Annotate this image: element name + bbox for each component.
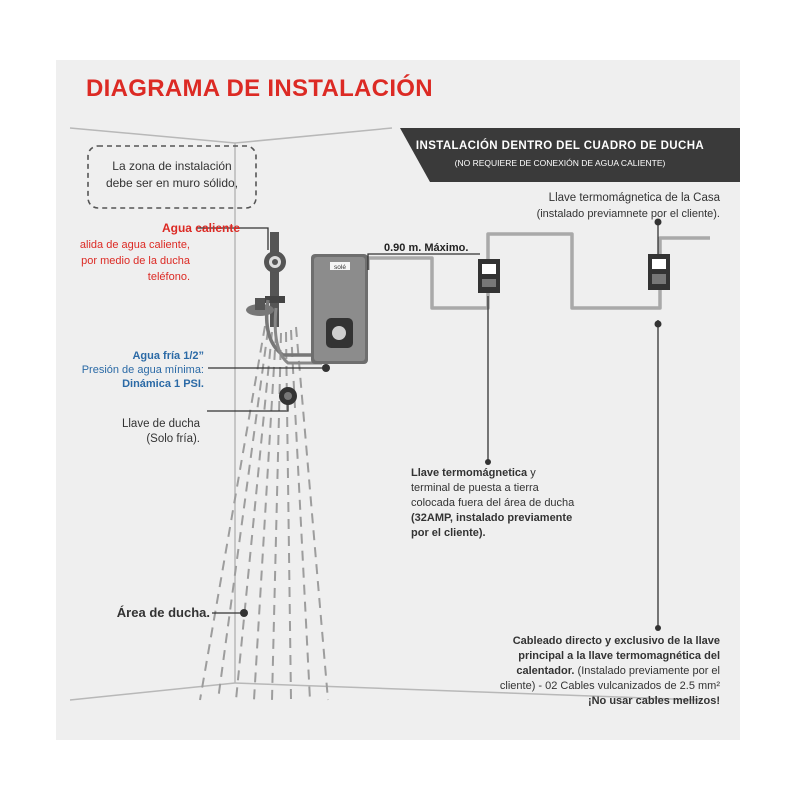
wall-top-right xyxy=(234,127,393,144)
cabling-note-line5: ¡No usar cables mellizos! xyxy=(587,695,720,707)
banner-subtitle: (NO REQUIERE DE CONEXIÓN DE AGUA CALIENT… xyxy=(454,158,666,168)
leader-dots xyxy=(240,218,662,631)
cold-water-title: Agua fría 1/2” xyxy=(132,350,204,362)
breaker-note-line3: colocada fuera del área de ducha xyxy=(411,497,575,509)
breaker-note-line2: terminal de puesta a tierra xyxy=(411,482,539,494)
cold-water-line2: Dinámica 1 PSI. xyxy=(122,378,204,390)
hot-water-title: Agua caliente xyxy=(161,221,240,235)
shower-fixture xyxy=(246,232,322,365)
shower-valve-icon xyxy=(279,387,297,405)
shower-valve-title: Llave de ducha xyxy=(121,418,200,430)
info-banner xyxy=(400,128,740,182)
room-outline xyxy=(69,127,701,701)
water-heater xyxy=(311,254,368,364)
floor-left xyxy=(69,682,236,701)
wall-top-left xyxy=(69,127,236,144)
cabling-note-line4: cliente) - 02 Cables vulcanizados de 2.5… xyxy=(499,680,720,692)
breaker-note-line5: por el cliente). xyxy=(411,527,486,539)
solid-wall-note-line1: La zona de instalación xyxy=(112,159,232,173)
shower-spray xyxy=(199,325,329,701)
cabling-note-line3-rest: (Instalado previamente por el xyxy=(574,665,720,677)
house-breaker-subtitle: (instalado previamnete por el cliente). xyxy=(536,208,720,220)
hot-water-line3: teléfono. xyxy=(147,271,190,283)
breaker-note-line1: Llave termomágnetica y xyxy=(411,466,631,481)
cold-water-line1: Presión de agua mínima: xyxy=(81,364,204,376)
cabling-note-line1: Cableado directo y exclusivo de la llave xyxy=(512,635,720,647)
shower-valve-subtitle: (Solo fría). xyxy=(146,433,200,445)
max-distance-label: 0.90 m. Máximo. xyxy=(384,242,469,254)
heater-brand-label: solé xyxy=(334,264,346,271)
hot-water-line1: alida de agua caliente, xyxy=(79,239,190,251)
shower-area-label: Área de ducha. xyxy=(116,605,210,620)
leader-lines xyxy=(196,220,659,628)
solid-wall-zone-box xyxy=(87,145,257,209)
breaker-note-line4: (32AMP, instalado previamente xyxy=(411,512,573,524)
cabling-note-line2: principal a la llave termomagnética del xyxy=(518,650,720,662)
breaker-note-title: Llave termomágnetica xyxy=(411,467,528,479)
breaker-box-icon xyxy=(478,259,500,293)
house-breaker-title: Llave termomágnetica de la Casa xyxy=(548,192,720,204)
hot-water-line2: por medio de la ducha xyxy=(81,255,190,267)
solid-wall-note: La zona de instalación debe ser en muro … xyxy=(96,158,248,192)
cabling-note-line3: calentador. (Instalado previamente por e… xyxy=(440,664,720,679)
breaker-note-title-suffix: y xyxy=(527,467,536,479)
banner-title: INSTALACIÓN DENTRO DEL CUADRO DE DUCHA xyxy=(415,140,705,152)
floor-right xyxy=(234,682,701,701)
house-breaker-box-icon xyxy=(648,254,670,290)
cabling-note-line3-bold: calentador. xyxy=(516,665,575,677)
solid-wall-note-line2: debe ser en muro sólido, xyxy=(105,176,239,190)
diagram-title: DIAGRAMA DE INSTALACIÓN xyxy=(86,75,433,102)
